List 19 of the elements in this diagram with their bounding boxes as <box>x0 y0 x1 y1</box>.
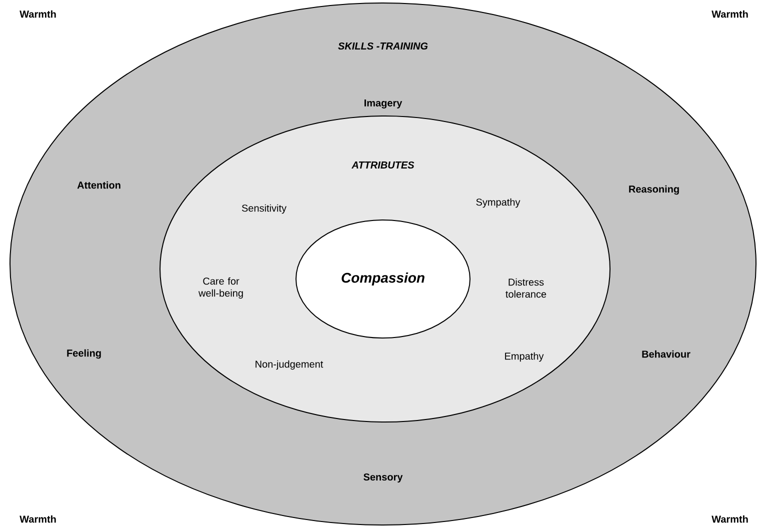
corner-label: Warmth <box>20 515 56 523</box>
attribute-label: Care for well-being <box>198 277 243 299</box>
center-label: Compassion <box>342 272 424 286</box>
region-heading: SKILLS -TRAINING <box>338 42 428 50</box>
skill-label: Reasoning <box>629 185 679 195</box>
attribute-label: Sympathy <box>476 198 520 208</box>
skill-label: Feeling <box>67 349 101 359</box>
attribute-label: Sensitivity <box>242 204 286 214</box>
skill-label: Attention <box>77 181 120 189</box>
corner-label: Warmth <box>712 10 748 18</box>
attribute-label: Distress tolerance <box>506 278 546 298</box>
corner-label: Warmth <box>20 10 56 18</box>
region-heading: ATTRIBUTES <box>352 161 414 169</box>
skill-label: Imagery <box>364 100 402 108</box>
skill-label: Sensory <box>364 473 403 483</box>
skill-label: Behaviour <box>642 350 690 358</box>
corner-label: Warmth <box>712 515 748 523</box>
attribute-label: Empathy <box>505 352 544 362</box>
attribute-label: Non-judgement <box>256 360 324 370</box>
